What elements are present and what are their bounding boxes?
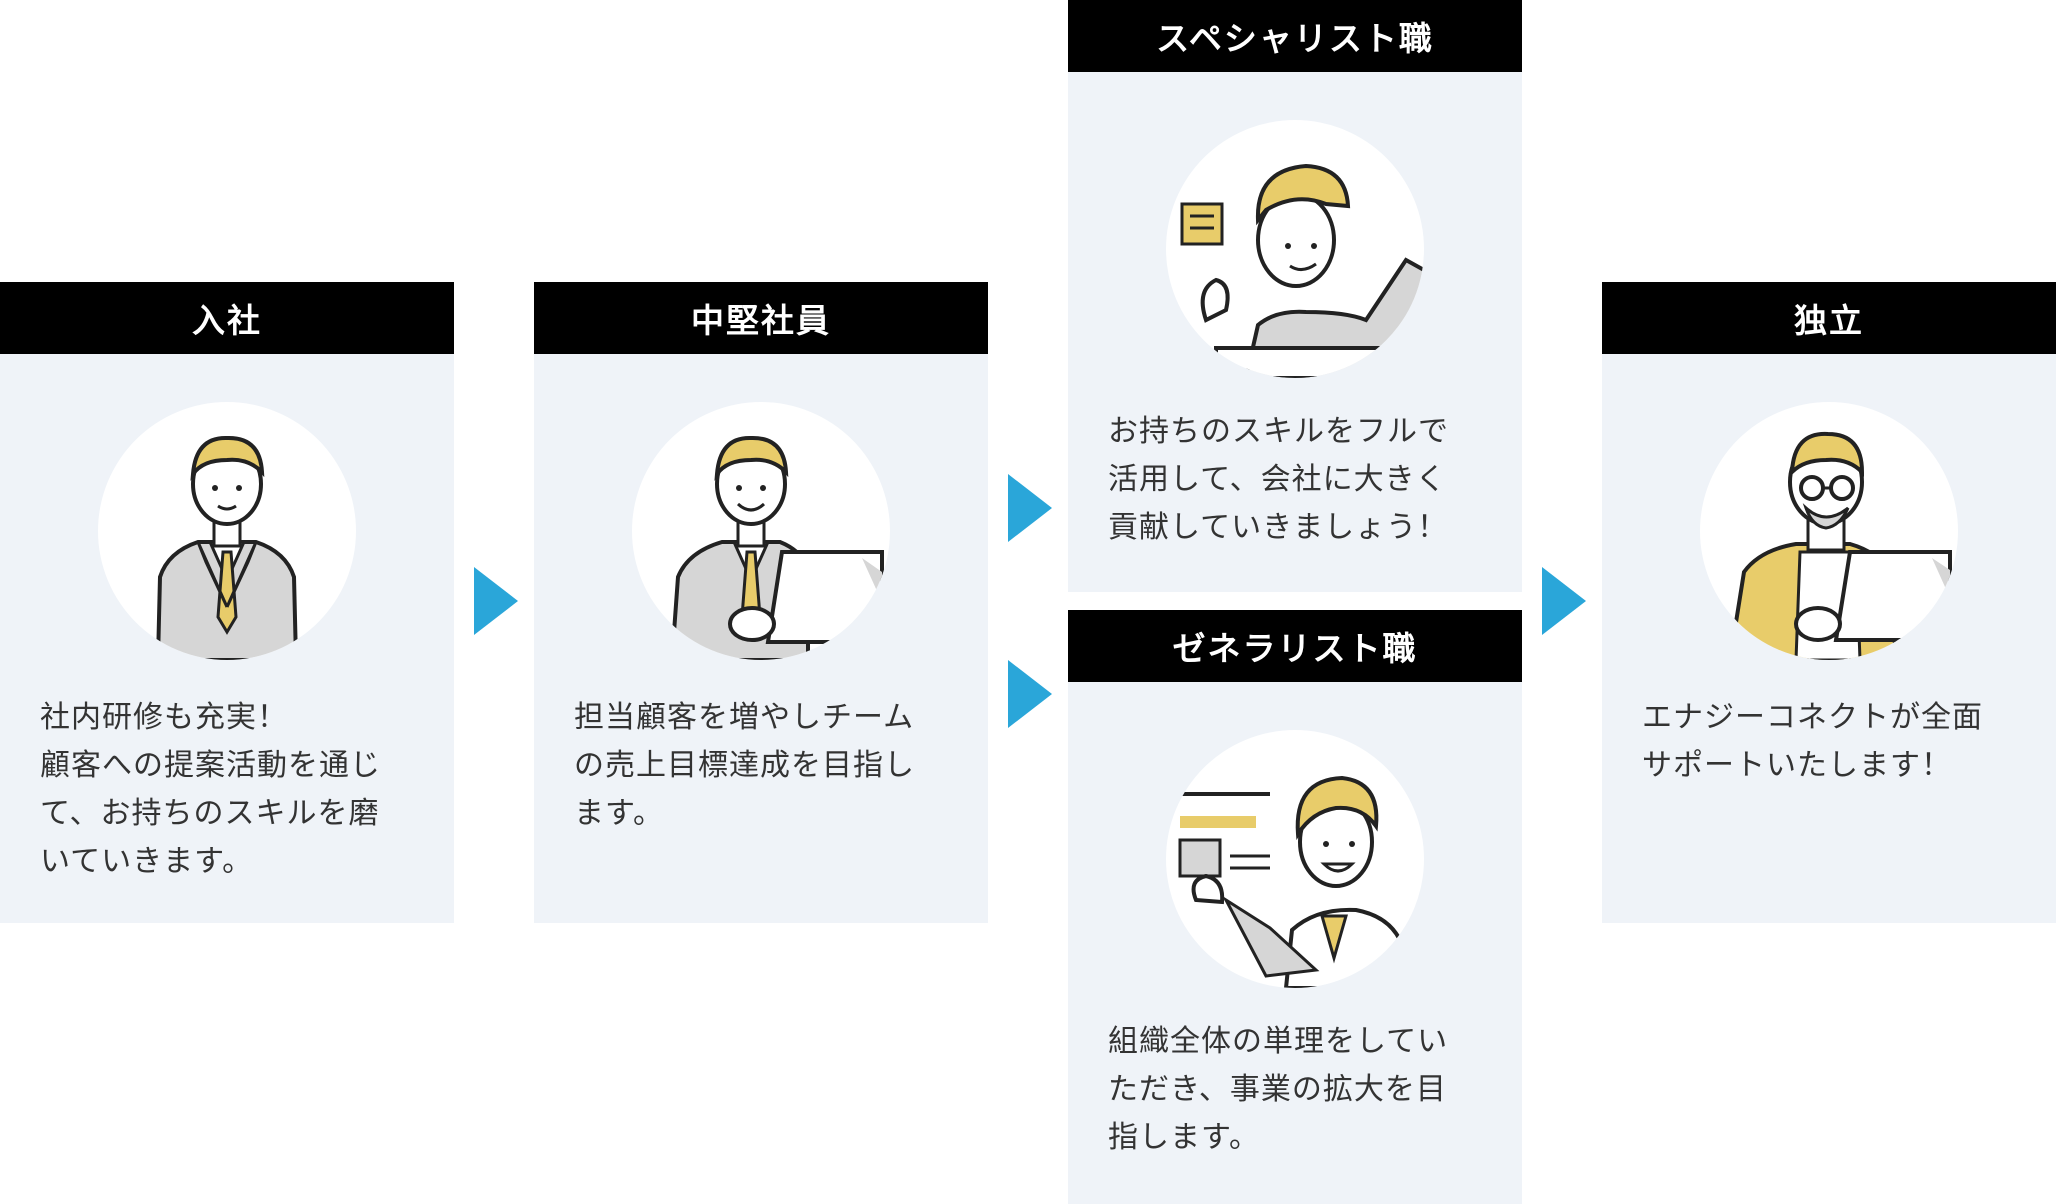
stage-card-independent: 独立 エナジーコネクトが全面 サポートいたします！ — [1602, 282, 2056, 923]
stage-description: お持ちのスキルをフルで 活用して、会社に大きく 貢献していきましょう！ — [1108, 414, 1449, 545]
stage-title: 独立 — [1602, 282, 2056, 354]
mid-level-employee-icon — [632, 402, 890, 660]
arrow-right-icon — [1008, 660, 1052, 728]
stage-card-mid: 中堅社員 担当顧客を増やしチーム の売上目標達成を目指し ます。 — [534, 282, 988, 923]
stage-title: 中堅社員 — [534, 282, 988, 354]
stage-title: ゼネラリスト職 — [1068, 610, 1522, 682]
stage-card-entry: 入社 社内研修も充実！ 顧客への提案活動を通じ て、お持ちのスキルを磨 いていき… — [0, 282, 454, 923]
stage-title: 入社 — [0, 282, 454, 354]
generalist-icon — [1166, 730, 1424, 988]
arrow-right-icon — [1542, 567, 1586, 635]
arrow-right-icon — [1008, 474, 1052, 542]
stage-description: 組織全体の単理をしてい ただき、事業の拡大を目 指します。 — [1108, 1024, 1449, 1155]
independent-icon — [1700, 402, 1958, 660]
stage-title: スペシャリスト職 — [1068, 0, 1522, 72]
stage-description: 担当顧客を増やしチーム の売上目標達成を目指し ます。 — [574, 700, 915, 831]
stage-description: エナジーコネクトが全面 サポートいたします！ — [1642, 700, 1983, 783]
arrow-right-icon — [474, 567, 518, 635]
specialist-icon — [1166, 120, 1424, 378]
stage-description: 社内研修も充実！ 顧客への提案活動を通じ て、お持ちのスキルを磨 いていきます。 — [40, 700, 381, 879]
stage-card-generalist: ゼネラリスト職 組織全体の単理をしてい ただき、事業の拡大を目 指します。 — [1068, 610, 1522, 1204]
new-employee-icon — [98, 402, 356, 660]
stage-card-specialist: スペシャリスト職 お持ちのスキルをフルで 活用して、会社に大きく 貢献していきま… — [1068, 0, 1522, 592]
